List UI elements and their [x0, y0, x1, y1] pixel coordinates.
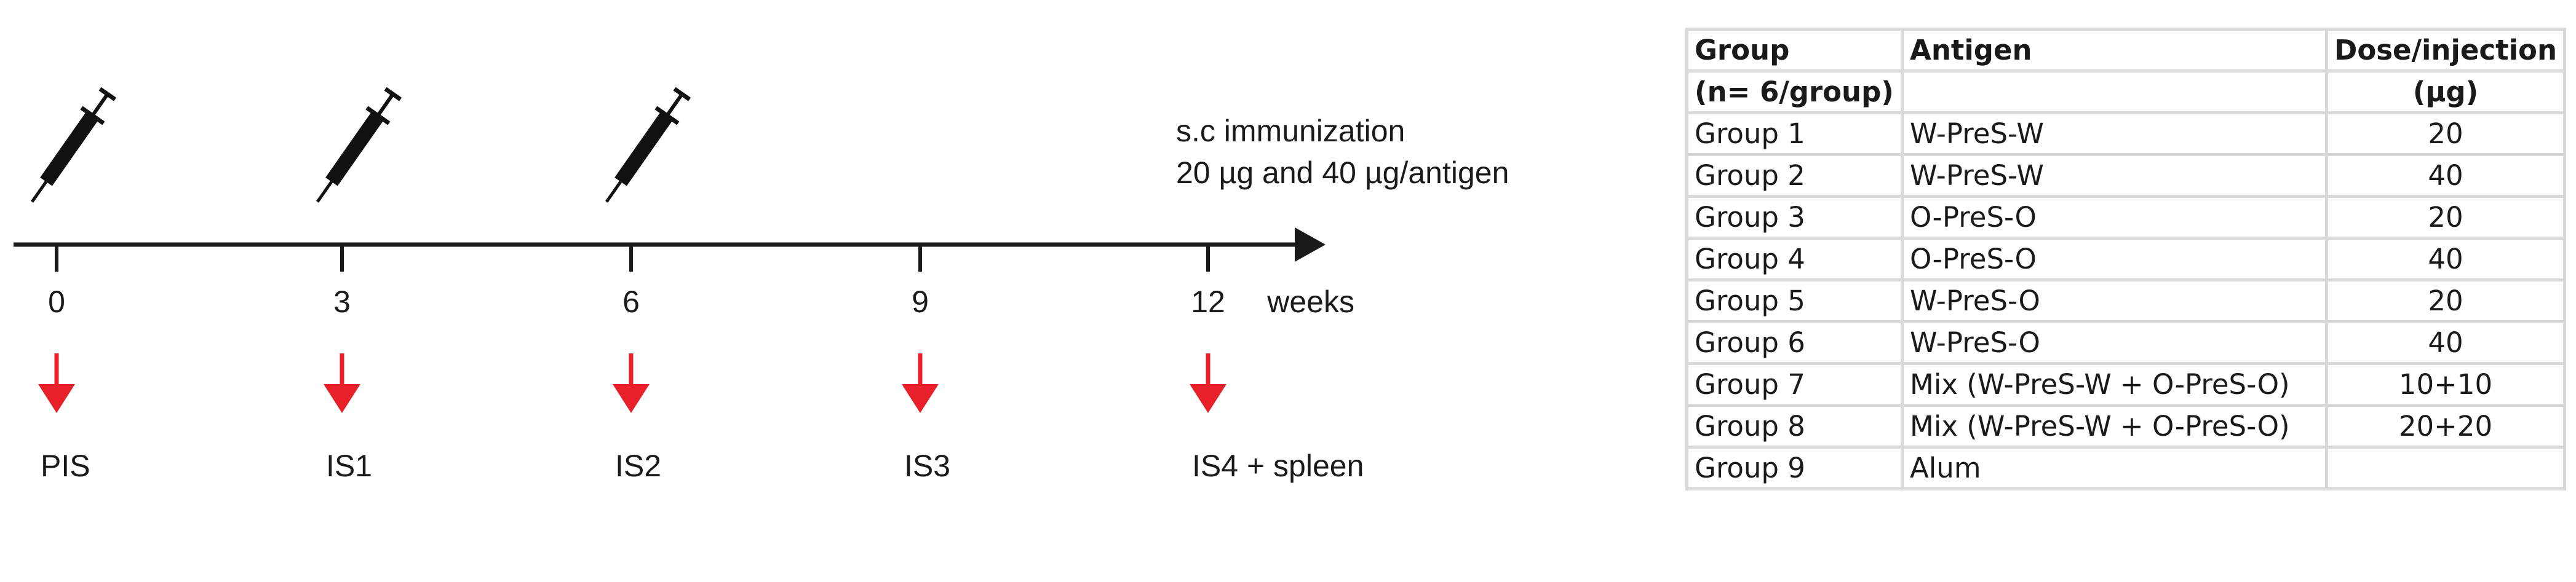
table-cell: 40	[2325, 320, 2566, 365]
table-cell: W-PreS-O	[1901, 320, 2328, 365]
immunization-note-line-1: s.c immunization	[1176, 114, 1405, 148]
red-down-arrow-icon	[324, 353, 360, 413]
red-down-arrow-icon	[613, 353, 650, 413]
weeks-label: weeks	[1266, 285, 1354, 319]
table-cell: W-PreS-W	[1901, 153, 2328, 198]
table-cell: Group 2	[1685, 153, 1904, 198]
table-header-cell: Group	[1685, 28, 1904, 73]
week-label: 12	[1191, 285, 1225, 319]
table-cell: 20	[2325, 195, 2566, 240]
table-cell: O-PreS-O	[1901, 237, 2328, 281]
table-header-cell: Dose/injection	[2325, 28, 2566, 73]
table-cell: Group 3	[1685, 195, 1904, 240]
table-cell: Group 8	[1685, 404, 1904, 449]
table-cell: Mix (W-PreS-W + O-PreS-O)	[1901, 362, 2328, 407]
red-down-arrow-icon	[38, 353, 75, 413]
table-cell: Mix (W-PreS-W + O-PreS-O)	[1901, 404, 2328, 449]
table-cell: 20	[2325, 278, 2566, 323]
syringe-icon	[605, 87, 691, 203]
week-label: 6	[622, 285, 640, 319]
table-cell: 20+20	[2325, 404, 2566, 449]
table-cell: Group 4	[1685, 237, 1904, 281]
week-label: 3	[333, 285, 351, 319]
bleed-label: IS1	[326, 449, 372, 483]
syringe-icon	[31, 87, 117, 203]
table-cell: 40	[2325, 153, 2566, 198]
week-label: 9	[912, 285, 929, 319]
table-cell: Group 1	[1685, 111, 1904, 156]
red-down-arrow-icon	[902, 353, 939, 413]
table-cell: 40	[2325, 237, 2566, 281]
red-down-arrow-icon	[1190, 353, 1226, 413]
table-cell: 10+10	[2325, 362, 2566, 407]
bleed-label: IS3	[904, 449, 950, 483]
immunization-note-line-2: 20 µg and 40 µg/antigen	[1176, 155, 1509, 190]
table-header-row: (n= 6/group) (µg)	[1685, 69, 2566, 114]
table-header-cell	[1901, 69, 2328, 114]
axis-arrowhead-icon	[1295, 227, 1326, 262]
table-header-cell: Antigen	[1901, 28, 2328, 73]
immunization-timeline: weeks s.c immunization 20 µg and 40 µg/a…	[14, 87, 1509, 483]
table-cell: Alum	[1901, 446, 2328, 490]
table-cell: W-PreS-W	[1901, 111, 2328, 156]
syringe-icon	[316, 87, 402, 203]
table-header-cell: (n= 6/group)	[1685, 69, 1904, 114]
table-cell: 20	[2325, 111, 2566, 156]
bleed-label: PIS	[41, 449, 90, 483]
bleed-label: IS4 + spleen	[1192, 449, 1364, 483]
table-cell: W-PreS-O	[1901, 278, 2328, 323]
table-header-cell: (µg)	[2325, 69, 2566, 114]
week-label: 0	[48, 285, 65, 319]
table-cell	[2325, 446, 2566, 490]
table-cell: Group 5	[1685, 278, 1904, 323]
table-cell: Group 9	[1685, 446, 1904, 490]
bleed-label: IS2	[615, 449, 661, 483]
table-cell: Group 6	[1685, 320, 1904, 365]
table-cell: O-PreS-O	[1901, 195, 2328, 240]
table-cell: Group 7	[1685, 362, 1904, 407]
